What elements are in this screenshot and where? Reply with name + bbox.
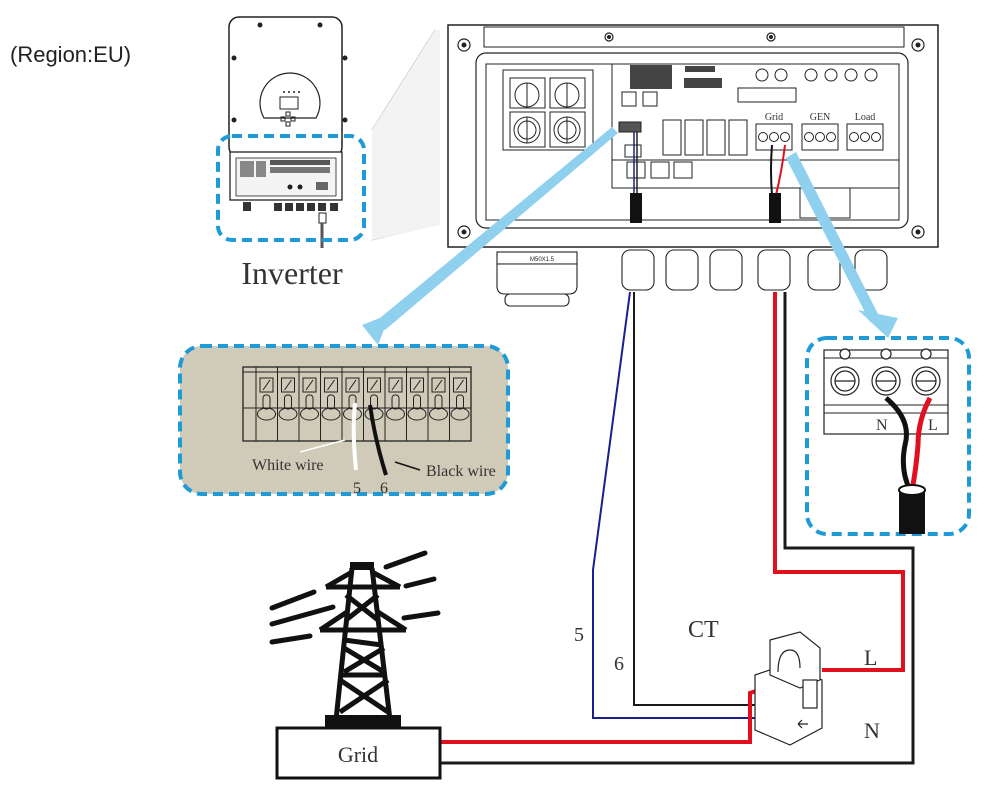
callout-arrow-grid: [786, 152, 880, 322]
comm-terminal: [406, 367, 427, 441]
white-wire-label: White wire: [252, 457, 324, 474]
region-label: (Region:EU): [10, 42, 132, 67]
ct-wire-5: [592, 291, 755, 719]
gland-marking: M50X1.5: [530, 257, 555, 263]
comm-terminal-strip: [243, 367, 472, 441]
comm-terminal: [277, 367, 298, 441]
neutral-wire: [440, 292, 915, 765]
ac-terminal-blocks: Grid GEN Load: [755, 112, 884, 151]
comm-terminal: [363, 367, 384, 441]
ct-sensor: [754, 631, 823, 746]
inverter-thumbnail: [228, 16, 348, 248]
comm-terminal: [255, 367, 276, 441]
terminal-label-grid: Grid: [765, 112, 783, 123]
black-wire-label: Black wire: [426, 463, 496, 480]
ct-label: CT: [688, 617, 719, 643]
inverter-label: Inverter: [241, 255, 343, 291]
ct-wire-6-label: 6: [614, 653, 624, 675]
terminal-label-load: Load: [855, 112, 876, 123]
grid-terminal-callout: N L: [805, 336, 971, 536]
line-n-label: N: [864, 718, 880, 743]
external-wiring: [440, 291, 915, 765]
ct-wire-6: [633, 292, 755, 706]
pin-5-label: 5: [353, 480, 361, 497]
grid-label: Grid: [338, 742, 378, 767]
terminal-label-gen: GEN: [810, 112, 831, 123]
inverter-highlight-box: [216, 134, 366, 242]
callout-arrow-comm: [372, 127, 618, 330]
grid-box: [275, 726, 442, 780]
comm-terminal-callout: White wire Black wire 5 6: [178, 344, 510, 497]
white-wire: [351, 402, 358, 471]
callout-n-label: N: [876, 417, 888, 434]
power-pylon-icon: [269, 550, 441, 728]
live-wire-grid: [440, 678, 791, 744]
pin-6-label: 6: [380, 480, 388, 497]
callout-l-label: L: [928, 417, 938, 434]
comm-terminal: [449, 367, 470, 441]
black-wire: [368, 404, 388, 476]
line-l-label: L: [864, 645, 877, 670]
ct-wire-5-label: 5: [574, 624, 584, 646]
comm-terminal: [384, 367, 405, 441]
live-wire-inverter: [773, 292, 905, 672]
inverter-wiring-panel: Grid GEN Load: [447, 24, 939, 307]
comm-terminal: [320, 367, 341, 441]
comm-terminal: [298, 367, 319, 441]
comm-terminal: [427, 367, 448, 441]
